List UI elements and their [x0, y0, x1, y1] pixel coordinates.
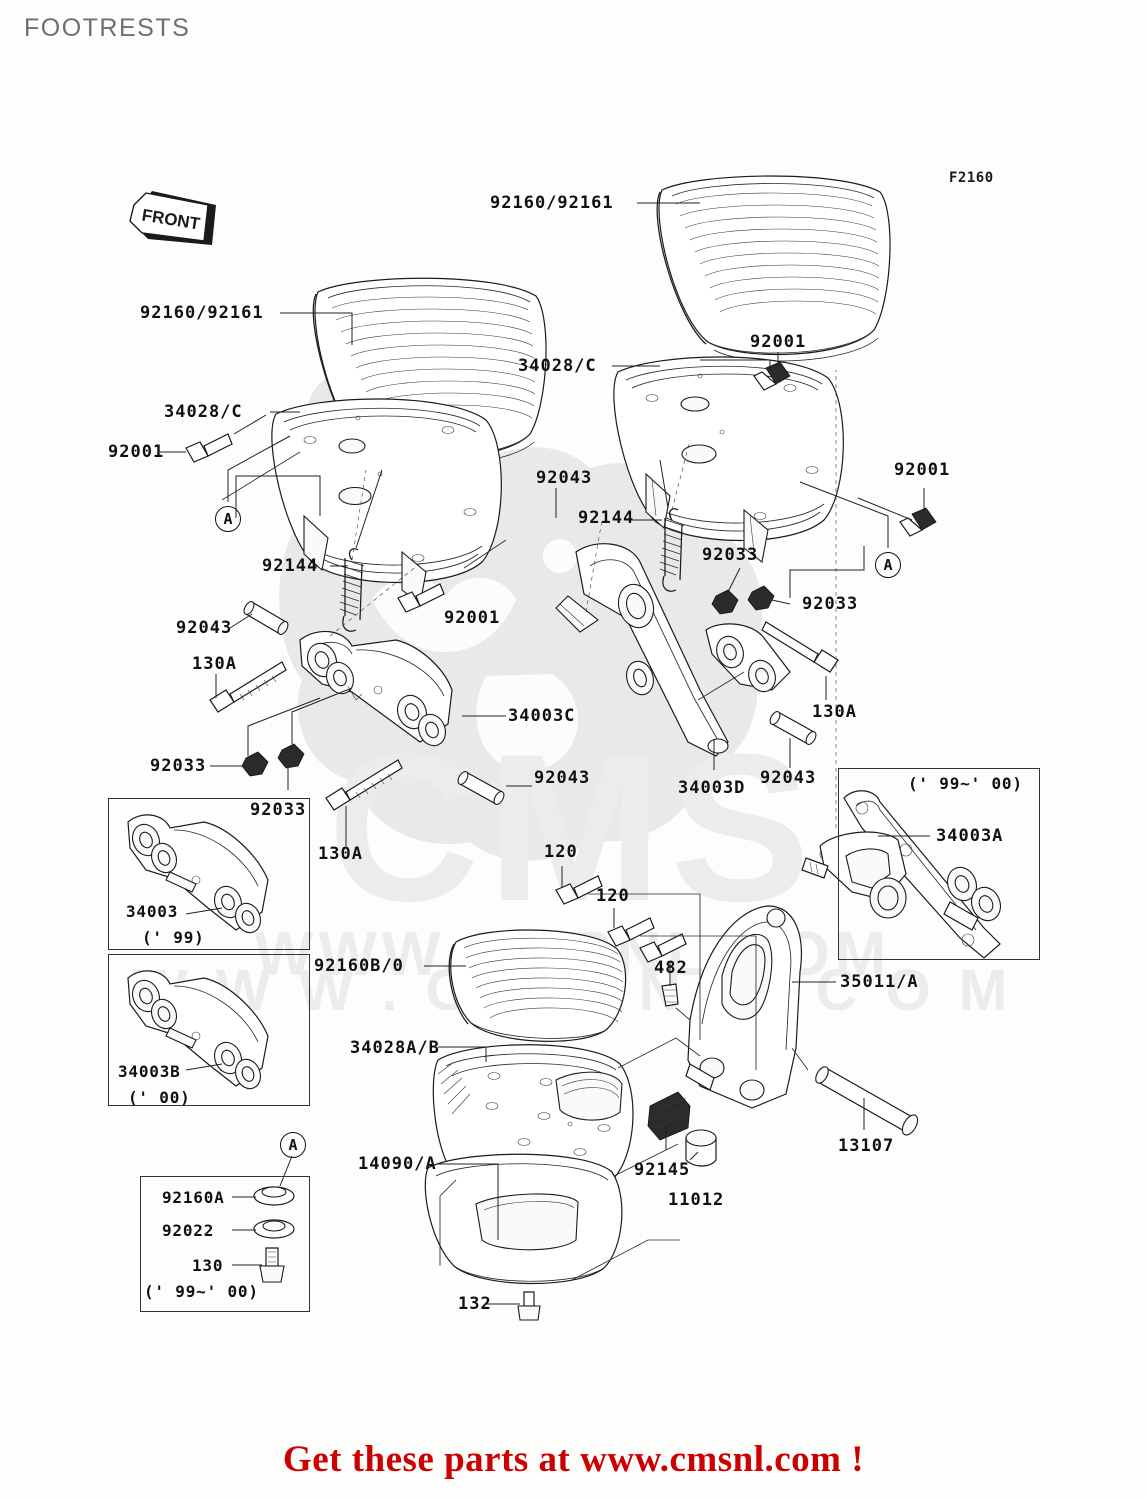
inset-box-34003a — [838, 768, 1040, 960]
label-damper-92145: 92145 — [634, 1160, 691, 1180]
inset-label-34003-99-year: (' 99) — [142, 928, 205, 947]
label-nut-92033-c: 92033 — [702, 545, 759, 565]
label-bolt-92001-mid: 92001 — [444, 608, 501, 628]
inset-label-detail-a-year: (' 99~' 00) — [144, 1282, 259, 1301]
ref-marker-a-inset: A — [280, 1132, 306, 1158]
part-mount-plate-right — [613, 356, 844, 563]
part-spring-right — [659, 508, 685, 592]
page-title: FOOTRESTS — [24, 14, 191, 42]
part-bracket-35011 — [685, 905, 802, 1109]
inset-label-130: 130 — [192, 1256, 224, 1275]
label-plate-34028ab: 34028A/B — [350, 1038, 440, 1058]
part-damper-92145 — [647, 1091, 691, 1141]
inset-label-34003a-year: (' 99~' 00) — [908, 774, 1023, 793]
part-bolt-92001-left — [185, 433, 233, 463]
part-pin-92043-lower — [457, 771, 505, 805]
part-spring-left — [339, 548, 365, 632]
inset-detail-a-art — [253, 1186, 295, 1283]
inset-label-34003b-00-year: (' 00) — [128, 1088, 191, 1107]
part-nut-92033-d — [747, 585, 775, 611]
part-bolt-92001-top — [753, 361, 791, 391]
part-shaft-13107 — [815, 1066, 919, 1136]
label-bolt-120-a: 120 — [544, 842, 578, 862]
label-nut-92033-d: 92033 — [802, 594, 859, 614]
label-plate-right: 34028/C — [518, 356, 597, 376]
part-nut-92033-b — [277, 743, 305, 769]
label-nut-92033-b: 92033 — [250, 800, 307, 820]
part-cap-11012 — [685, 1129, 717, 1167]
part-floorboard-right — [656, 175, 891, 362]
part-bolt-130a-right — [761, 621, 839, 673]
part-holder-34003c — [299, 630, 453, 747]
label-holder-34003c: 34003C — [508, 706, 576, 726]
label-pin-92043-lower: 92043 — [534, 768, 591, 788]
inset-box-34003-99 — [108, 798, 310, 950]
label-bolt-92001-left: 92001 — [108, 442, 165, 462]
part-bolt-130a-upper — [209, 661, 287, 713]
part-nut-92033-c — [711, 589, 739, 615]
label-bolt-92001-right: 92001 — [894, 460, 951, 480]
part-bolt-132 — [517, 1291, 541, 1321]
inset-34003-99-art — [127, 814, 269, 934]
label-pin-92043-right: 92043 — [760, 768, 817, 788]
inset-label-34003b-00-part: 34003B — [118, 1062, 181, 1081]
ref-marker-a-right: A — [875, 552, 901, 578]
part-bolt-130a-lower — [325, 759, 403, 811]
inset-box-34003b-00 — [108, 954, 310, 1106]
footer-note: Get these parts at www.cmsnl.com ! — [282, 1439, 865, 1480]
part-bolt-482 — [661, 983, 679, 1007]
label-bolt-130a-upper: 130A — [192, 654, 237, 674]
inset-34003a-art — [801, 790, 1002, 959]
part-rubber-pad-92160b — [448, 929, 627, 1042]
ref-marker-a-left: A — [215, 506, 241, 532]
label-rubber-92160b: 92160B/0 — [314, 956, 404, 976]
label-shaft-13107: 13107 — [838, 1136, 895, 1156]
part-holder-center-right — [705, 623, 791, 693]
inset-box-detail-a — [140, 1176, 310, 1312]
label-bolt-130a-lower: 130A — [318, 844, 363, 864]
label-floorboard-right: 92160/92161 — [490, 193, 614, 213]
part-bolt-482-top — [639, 933, 687, 963]
sheet-code: F2160 — [949, 170, 994, 186]
part-bolt-92001-right — [899, 507, 937, 537]
inset-label-92022: 92022 — [162, 1221, 215, 1240]
inset-label-34003-99-part: 34003 — [126, 902, 179, 921]
inset-label-92160a: 92160A — [162, 1188, 225, 1207]
front-arrow-badge: FRONT — [124, 183, 224, 269]
label-pin-92043-upper: 92043 — [536, 468, 593, 488]
part-pin-92043-right — [769, 711, 817, 745]
label-spring-92144-right: 92144 — [578, 508, 635, 528]
label-step-14090: 14090/A — [358, 1154, 437, 1174]
part-bolt-120-a — [555, 875, 603, 905]
label-floorboard-left: 92160/92161 — [140, 303, 264, 323]
part-bolt-92001-mid — [397, 583, 445, 613]
label-cap-11012: 11012 — [668, 1190, 725, 1210]
label-nut-92033-a: 92033 — [150, 756, 207, 776]
inset-34003b-00-art — [127, 970, 269, 1090]
part-mount-plate-left — [271, 398, 502, 605]
label-bracket-35011: 35011/A — [840, 972, 919, 992]
part-step-14090 — [424, 1153, 623, 1285]
label-spring-92144-left: 92144 — [262, 556, 319, 576]
label-bolt-130a-right: 130A — [812, 702, 857, 722]
label-bolt-132: 132 — [458, 1294, 492, 1314]
label-bolt-92001-top: 92001 — [750, 332, 807, 352]
label-holder-34003d: 34003D — [678, 778, 746, 798]
label-bolt-120-b: 120 — [596, 886, 630, 906]
part-bolt-120-b — [607, 917, 655, 947]
label-bolt-482: 482 — [654, 958, 688, 978]
part-pin-92043-left — [243, 601, 289, 635]
label-plate-left: 34028/C — [164, 402, 243, 422]
part-nut-92033-a — [241, 751, 269, 777]
label-pin-92043-left: 92043 — [176, 618, 233, 638]
label-holder-34003a: 34003A — [936, 826, 1004, 846]
part-holder-34003d — [555, 543, 729, 757]
